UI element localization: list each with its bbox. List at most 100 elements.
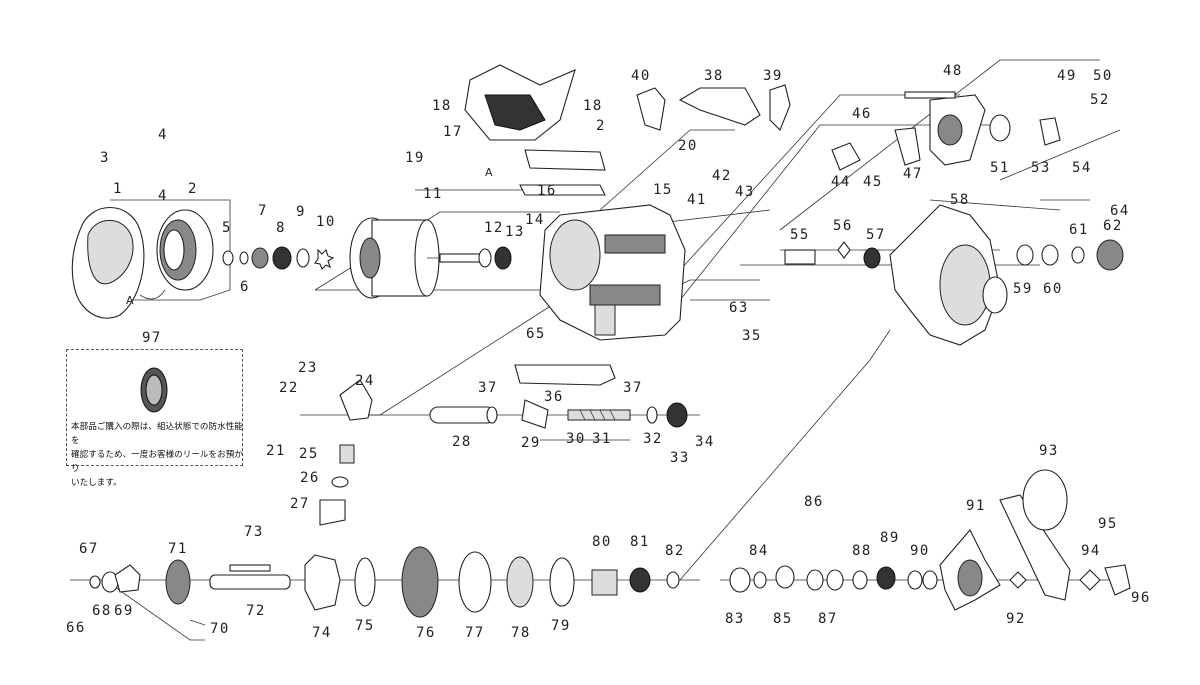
part-76-main-gear: [401, 546, 439, 618]
part-number-label: 13: [505, 224, 525, 240]
part-number-label: 94: [1081, 543, 1101, 559]
part-number-label: 53: [1031, 160, 1051, 176]
part-93-handle: [999, 494, 1071, 601]
part-38-cover: [678, 87, 761, 126]
part-number-label: 52: [1090, 92, 1110, 108]
part-number-label: 87: [818, 611, 838, 627]
part-number-label: 32: [643, 431, 663, 447]
part-number-label: 8: [276, 220, 286, 236]
part-number-label: 39: [763, 68, 783, 84]
part-number-label: 37: [623, 380, 643, 396]
part-number-label: 43: [735, 184, 755, 200]
part-number-label: 58: [950, 192, 970, 208]
part-number-label: 27: [290, 496, 310, 512]
part-28-pipe: [429, 406, 496, 424]
part-number-label: 74: [312, 625, 332, 641]
part-number-label: 14: [525, 212, 545, 228]
part-number-label: 16: [537, 183, 557, 199]
part-number-label: 77: [465, 625, 485, 641]
part-number-label: 19: [405, 150, 425, 166]
part-number-label: 44: [831, 174, 851, 190]
part-number-label: 2: [188, 181, 198, 197]
part-number-label: 1: [113, 181, 123, 197]
part-number-label: 22: [279, 380, 299, 396]
part-number-label: 79: [551, 618, 571, 634]
part-number-label: 65: [526, 326, 546, 342]
part-number-label: 46: [852, 106, 872, 122]
part-number-label: 23: [298, 360, 318, 376]
part-71-gear: [165, 559, 191, 605]
part-number-label: 95: [1098, 516, 1118, 532]
part-number-label: 81: [630, 534, 650, 550]
part-number-label: 93: [1039, 443, 1059, 459]
part-number-label: 63: [729, 300, 749, 316]
part-number-label: 9: [296, 204, 306, 220]
part-number-label: 70: [210, 621, 230, 637]
part-number-label: 10: [316, 214, 336, 230]
part-number-label: 57: [866, 227, 886, 243]
note-box: 本部品ご購入の際は、組込状態での防水性能を 確認するため、一度お客様のリールをお…: [66, 349, 243, 488]
part-number-label: 88: [852, 543, 872, 559]
part-number-label: 86: [804, 494, 824, 510]
part-number-label: 55: [790, 227, 810, 243]
part-number-label: 59: [1013, 281, 1033, 297]
part-number-label: 49: [1057, 68, 1077, 84]
part-number-label: 66: [66, 620, 86, 636]
part-number-label: 37: [478, 380, 498, 396]
part-number-label: 90: [910, 543, 930, 559]
part-number-label: 61: [1069, 222, 1089, 238]
part-number-label: 36: [544, 389, 564, 405]
parts: [71, 64, 1131, 618]
part-97-seal-icon: [140, 367, 168, 413]
part-number-label: 4: [158, 188, 168, 204]
part-number-label: 82: [665, 543, 685, 559]
part-number-label: 28: [452, 434, 472, 450]
part-36-levelwind-cover: [514, 364, 616, 386]
part-number-label: 5: [222, 220, 232, 236]
part-number-label: 34: [695, 434, 715, 450]
part-number-label: 30: [566, 431, 586, 447]
part-number-label: 89: [880, 530, 900, 546]
part-number-label: 21: [266, 443, 286, 459]
part-number-label: 11: [423, 186, 443, 202]
part-number-label: 15: [653, 182, 673, 198]
part-number-label: 35: [742, 328, 762, 344]
part-number-label: 51: [990, 160, 1010, 176]
part-number-label: 31: [592, 431, 612, 447]
part-number-label: 6: [240, 279, 250, 295]
part-number-label: 75: [355, 618, 375, 634]
part-number-label: 42: [712, 168, 732, 184]
part-number-label: 68: [92, 603, 112, 619]
part-number-label: 80: [592, 534, 612, 550]
part-number-label: 4: [158, 127, 168, 143]
part-number-label: 76: [416, 625, 436, 641]
part-number-label: 91: [966, 498, 986, 514]
part-number-label: 54: [1072, 160, 1092, 176]
part-number-label: 69: [114, 603, 134, 619]
part-number-label: 33: [670, 450, 690, 466]
part-31-worm-shaft: [567, 409, 631, 421]
part-number-label: 56: [833, 218, 853, 234]
part-number-label: 45: [863, 174, 883, 190]
part-number-label: 47: [903, 166, 923, 182]
part-number-label: 40: [631, 68, 651, 84]
part-number-label: 18: [432, 98, 452, 114]
part-number-label: 83: [725, 611, 745, 627]
part-number-label: 38: [704, 68, 724, 84]
part-number-label: 73: [244, 524, 264, 540]
part-number-label: 78: [511, 625, 531, 641]
note-ref-number: 97: [142, 330, 162, 346]
letter-marks: A A: [126, 166, 493, 307]
part-number-label: 48: [943, 63, 963, 79]
part-number-label: 67: [79, 541, 99, 557]
part-number-label: 96: [1131, 590, 1151, 606]
part-number-label: 85: [773, 611, 793, 627]
part-number-label: 17: [443, 124, 463, 140]
part-number-label: 84: [749, 543, 769, 559]
part-number-label: 2: [596, 118, 606, 134]
part-number-label: 64: [1110, 203, 1130, 219]
part-number-label: 92: [1006, 611, 1026, 627]
part-number-label: 50: [1093, 68, 1113, 84]
part-number-label: 7: [258, 203, 268, 219]
